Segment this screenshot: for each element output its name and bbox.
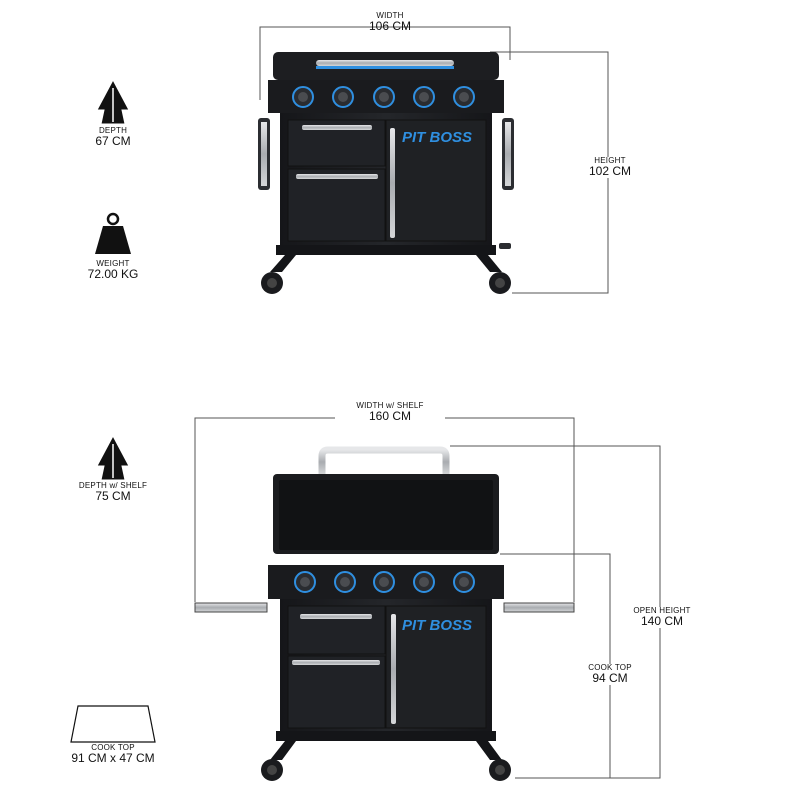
depth-label: DEPTH 67 CM <box>95 126 131 149</box>
width-shelf-label: WIDTH w/ SHELF 160 CM <box>335 401 445 423</box>
griddle-closed: PIT BOSS <box>258 52 514 294</box>
weight-label: WEIGHT 72.00 KG <box>87 259 139 282</box>
cook-top-area-icon <box>70 705 156 743</box>
cook-top-height-label: COOK TOP 94 CM <box>578 663 642 685</box>
weight-icon <box>95 212 131 254</box>
depth-icon <box>96 78 130 125</box>
griddle-open: PIT BOSS <box>194 446 575 781</box>
depth-shelf-icon <box>96 434 130 481</box>
cook-top-area-label: COOK TOP 91 CM x 47 CM <box>71 743 155 766</box>
brand-logo-open: PIT BOSS <box>402 617 472 634</box>
open-height-label: OPEN HEIGHT 140 CM <box>622 606 702 628</box>
burner-knobs <box>292 86 475 108</box>
brand-logo: PIT BOSS <box>402 129 472 146</box>
depth-shelf-label: DEPTH w/ SHELF 75 CM <box>78 481 148 504</box>
height-label: HEIGHT 102 CM <box>575 156 645 178</box>
width-label: WIDTH 106 CM <box>368 11 412 34</box>
